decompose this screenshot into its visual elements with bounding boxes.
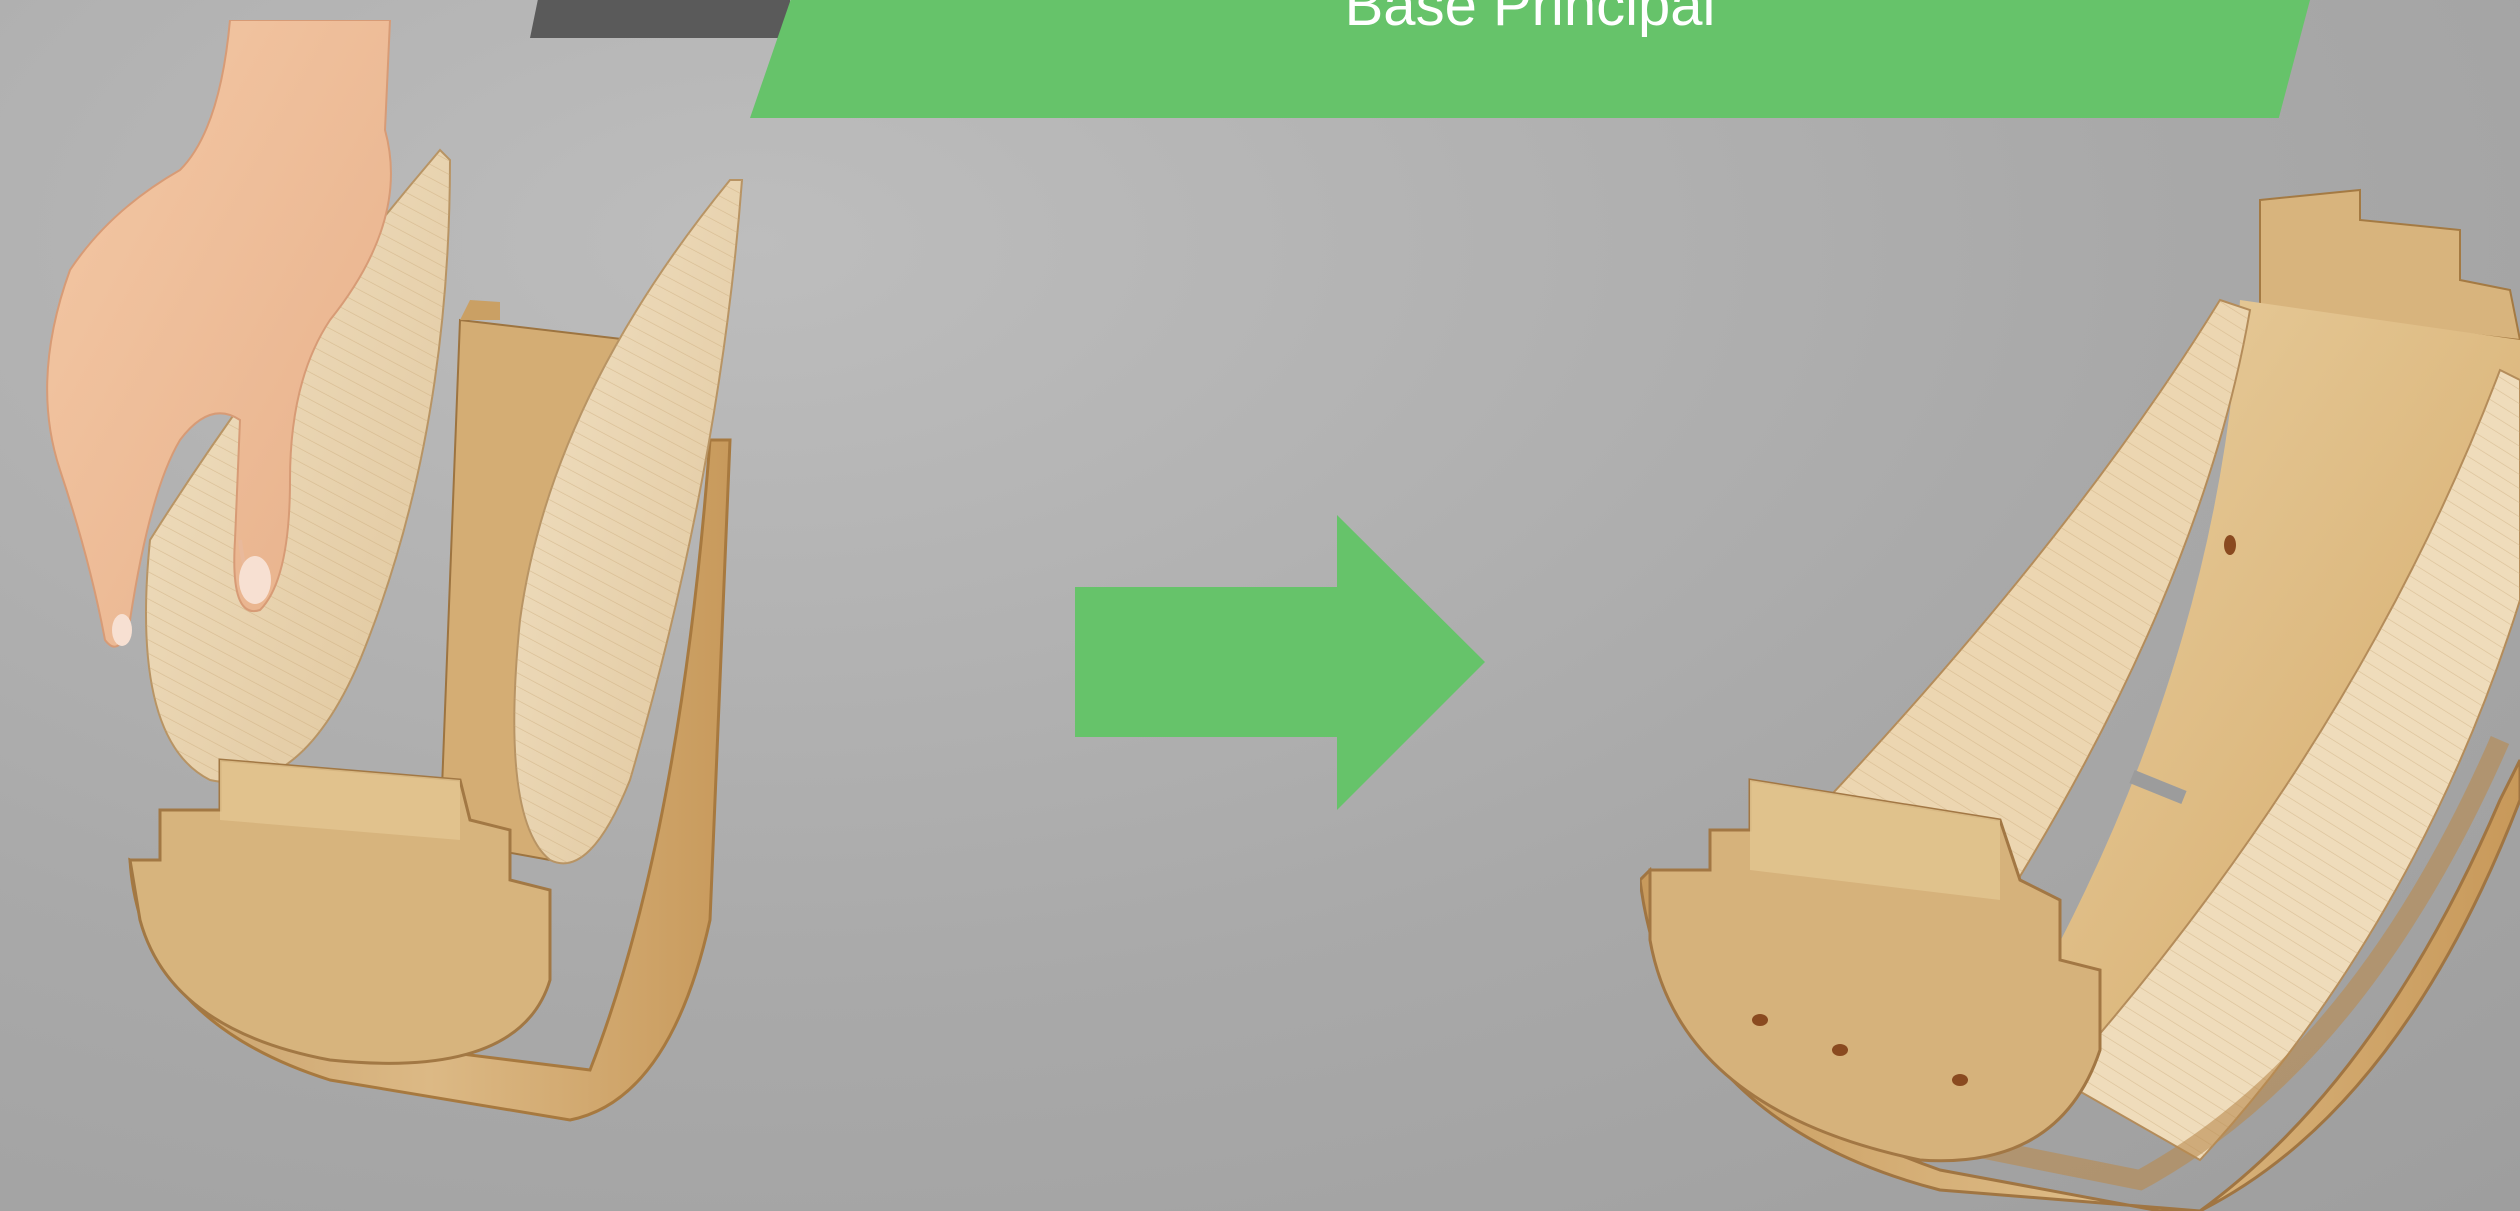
assembled-base-image (1640, 180, 2520, 1211)
right-arrow-icon (1075, 515, 1485, 810)
left-assembly-illustration (30, 20, 750, 1140)
slide-title: Base Principal (750, 0, 2310, 46)
right-assembled-illustration (1640, 180, 2520, 1211)
assembly-step-image (30, 20, 750, 1140)
